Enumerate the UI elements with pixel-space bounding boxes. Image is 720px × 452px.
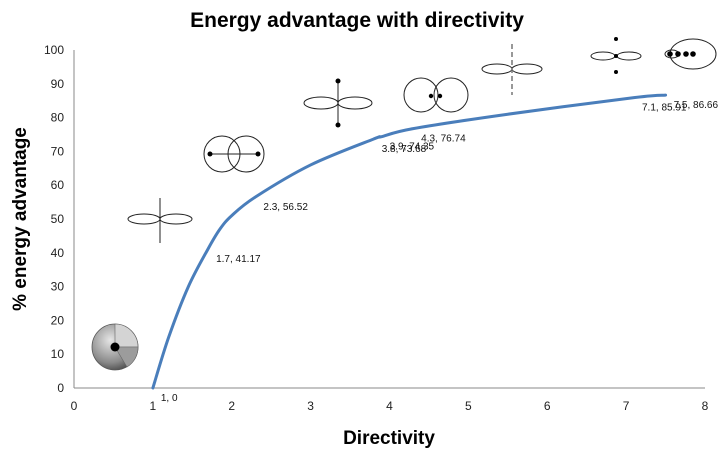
data-label: 2.3, 56.52: [263, 202, 308, 213]
y-tick-label: 90: [51, 77, 65, 91]
figure-eight-thin-icon: [127, 198, 193, 243]
axes: [73, 50, 705, 389]
y-axis-label: % energy advantage: [10, 127, 31, 311]
data-label: 3.9, 74.35: [390, 142, 435, 153]
figure-eight-dashed-axis-icon: [481, 44, 543, 95]
series-line: [151, 93, 668, 390]
dipole-circles-icon: [203, 135, 265, 173]
x-tick-labels: 0 1 2 3 4 5 6 7 8: [71, 399, 709, 413]
data-label: 1.7, 41.17: [216, 254, 261, 265]
x-tick-label: 1: [150, 399, 157, 413]
y-tick-label: 70: [51, 144, 65, 158]
data-label: 1, 0: [161, 393, 178, 404]
data-label: 7.5, 86.66: [674, 100, 719, 111]
figure-eight-vertical-dipole-icon: [303, 78, 373, 128]
data-labels: 1, 0 1.7, 41.17 2.3, 56.52 3.8, 73.683.9, 7…: [161, 100, 719, 404]
y-tick-label: 20: [51, 313, 65, 327]
y-tick-labels: 0 10 20 30 40 50 60 70 80 90 100: [44, 43, 64, 395]
x-tick-label: 7: [623, 399, 630, 413]
y-tick-label: 10: [51, 347, 65, 361]
x-tick-label: 8: [702, 399, 709, 413]
data-label: 4.3, 76.74: [421, 134, 466, 145]
x-axis-label: Directivity: [343, 428, 435, 449]
data-label: 7.1, 85.91: [642, 103, 687, 114]
y-tick-label: 40: [51, 246, 65, 260]
x-tick-label: 6: [544, 399, 551, 413]
y-tick-label: 30: [51, 280, 65, 294]
y-tick-label: 60: [51, 178, 65, 192]
omni-sphere-icon: [91, 323, 139, 371]
endfire-array-icon: [664, 38, 717, 70]
y-tick-label: 50: [51, 212, 65, 226]
tripole-figure-eight-icon: [590, 37, 642, 74]
data-label: 3.8, 73.68: [382, 144, 427, 155]
offset-dipole-circles-icon: [403, 77, 469, 113]
y-tick-label: 0: [57, 381, 64, 395]
x-tick-label: 3: [307, 399, 314, 413]
x-tick-label: 4: [386, 399, 393, 413]
x-tick-label: 2: [228, 399, 235, 413]
y-tick-label: 80: [51, 111, 65, 125]
chart-title: Energy advantage with directivity: [190, 9, 524, 32]
y-tick-label: 100: [44, 43, 64, 57]
x-tick-label: 0: [71, 399, 78, 413]
directivity-pattern-icons: [91, 37, 717, 371]
x-tick-label: 5: [465, 399, 472, 413]
